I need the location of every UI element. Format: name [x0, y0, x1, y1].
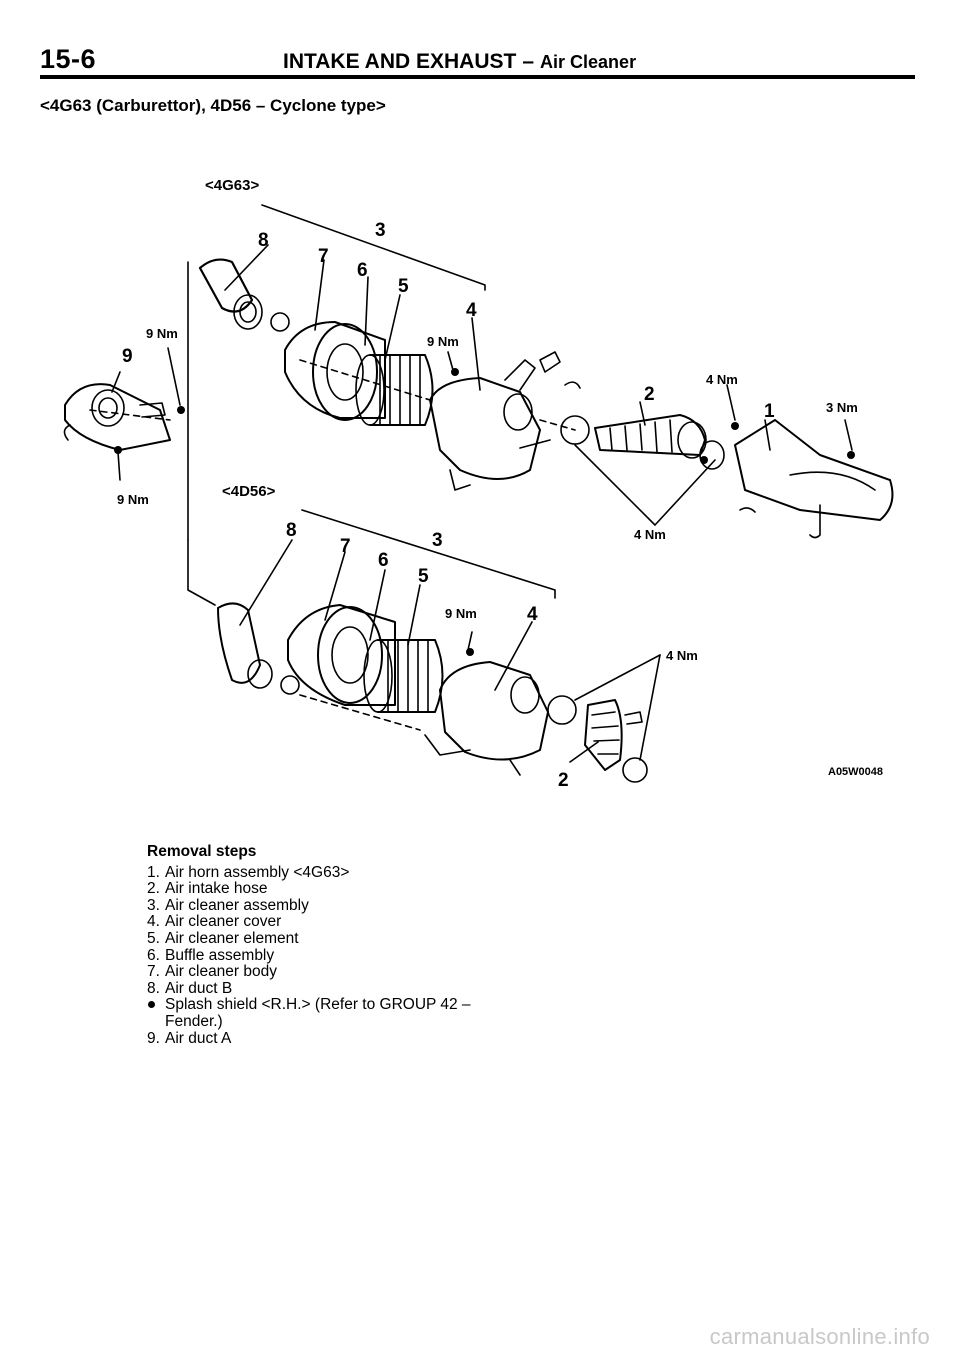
removal-steps: Removal steps 1.Air horn assembly <4G63>…	[147, 843, 477, 1047]
leader-line	[574, 654, 661, 701]
list-item: 6.Buffle assembly	[147, 946, 275, 964]
alignment-line	[299, 694, 421, 731]
list-item: Splash shield <R.H.> (Refer to GROUP 42 …	[147, 996, 477, 1030]
page-title: INTAKE AND EXHAUST–Air Cleaner	[283, 50, 636, 74]
list-item: 7.Air cleaner body	[147, 963, 278, 981]
leader-line	[569, 741, 599, 763]
air-duct-b-top	[198, 258, 290, 332]
air-cleaner-element-top	[355, 354, 434, 426]
callout-6-top: 6	[357, 260, 368, 281]
leader-line	[764, 419, 771, 451]
header-rule	[40, 75, 915, 79]
list-item: 8.Air duct B	[147, 979, 233, 997]
torque-label: 4 Nm	[634, 527, 666, 542]
leader-line	[117, 451, 121, 481]
air-cleaner-element-bottom	[363, 639, 444, 713]
air-intake-hose-top	[560, 414, 725, 470]
air-cleaner-body-bottom	[287, 604, 396, 706]
variant-label-top: <4G63>	[205, 177, 259, 194]
alignment-line	[89, 359, 576, 431]
page-subtitle: <4G63 (Carburettor), 4D56 – Cyclone type…	[40, 96, 386, 115]
callout-1: 1	[764, 401, 775, 422]
leader-line	[639, 654, 661, 761]
callout-2-bottom: 2	[558, 770, 569, 791]
leader-line	[224, 244, 269, 291]
torque-label: 9 Nm	[146, 326, 178, 341]
watermark: carmanualsonline.info	[709, 1324, 930, 1349]
callout-3-bottom: 3	[432, 530, 443, 551]
list-item: 9.Air duct A	[147, 1029, 232, 1047]
leader-line	[494, 621, 533, 691]
callout-8-bottom: 8	[286, 520, 297, 541]
list-item: 3.Air cleaner assembly	[147, 896, 309, 914]
callout-7-top: 7	[318, 246, 329, 267]
leader-line	[639, 401, 646, 426]
callout-3-top: 3	[375, 220, 386, 241]
leader-line	[369, 569, 386, 641]
title-separator: –	[522, 50, 535, 73]
torque-label: 4 Nm	[706, 372, 738, 387]
list-item: 4.Air cleaner cover	[147, 913, 282, 931]
leader-line	[726, 384, 736, 421]
bracket-line	[301, 509, 556, 599]
air-duct-a	[63, 383, 171, 451]
leader-line	[574, 444, 716, 526]
leader-line	[239, 539, 293, 626]
subsection-title: Air Cleaner	[540, 52, 637, 72]
callout-8-top: 8	[258, 230, 269, 251]
exploded-diagram: <4G63> <4D56> 3 8 7 6 5 4 9 2 1 9 Nm 9 N…	[63, 177, 894, 791]
callout-7-bottom: 7	[340, 536, 351, 557]
leader-line	[447, 351, 454, 371]
bolts	[114, 368, 855, 656]
callout-4-bottom: 4	[527, 604, 538, 625]
air-cleaner-body-top	[284, 321, 386, 421]
list-item: 2.Air intake hose	[147, 880, 268, 898]
callout-6-bottom: 6	[378, 550, 389, 571]
leader-line	[324, 551, 346, 621]
air-cleaner-cover-bottom	[424, 661, 549, 776]
leader-line	[384, 294, 401, 361]
leader-line	[844, 419, 853, 451]
bullet-icon	[148, 1000, 155, 1008]
torque-label: 9 Nm	[117, 492, 149, 507]
air-horn-top	[734, 419, 894, 539]
leader-line	[407, 584, 421, 646]
callout-9: 9	[122, 346, 133, 367]
list-item: 5.Air cleaner element	[147, 929, 299, 947]
callout-5-top: 5	[398, 276, 409, 297]
air-duct-b-bottom	[217, 602, 300, 695]
leader-line	[364, 276, 369, 346]
air-intake-hose-bottom	[547, 695, 648, 783]
list-item: 1.Air horn assembly <4G63>	[147, 863, 350, 881]
torque-label: 3 Nm	[826, 400, 858, 415]
removal-steps-title: Removal steps	[147, 843, 257, 860]
bracket-line	[261, 204, 486, 291]
page-number: 15-6	[40, 44, 97, 74]
leader-line	[471, 317, 481, 391]
leader-line	[111, 371, 121, 393]
leader-line	[467, 631, 473, 651]
leader-line	[314, 259, 325, 331]
bracket-line	[187, 539, 216, 606]
callout-2-top: 2	[644, 384, 655, 405]
page-header: 15-6 INTAKE AND EXHAUST–Air Cleaner	[40, 44, 915, 78]
callout-5-bottom: 5	[418, 566, 429, 587]
callout-4-top: 4	[466, 300, 477, 321]
torque-label: 4 Nm	[666, 648, 698, 663]
leader-line	[167, 347, 181, 406]
torque-label: 9 Nm	[427, 334, 459, 349]
section-title: INTAKE AND EXHAUST	[283, 50, 517, 73]
air-cleaner-cover-top	[429, 351, 581, 491]
figure-code: A05W0048	[828, 766, 883, 778]
variant-label-bottom: <4D56>	[222, 483, 276, 500]
torque-label: 9 Nm	[445, 606, 477, 621]
